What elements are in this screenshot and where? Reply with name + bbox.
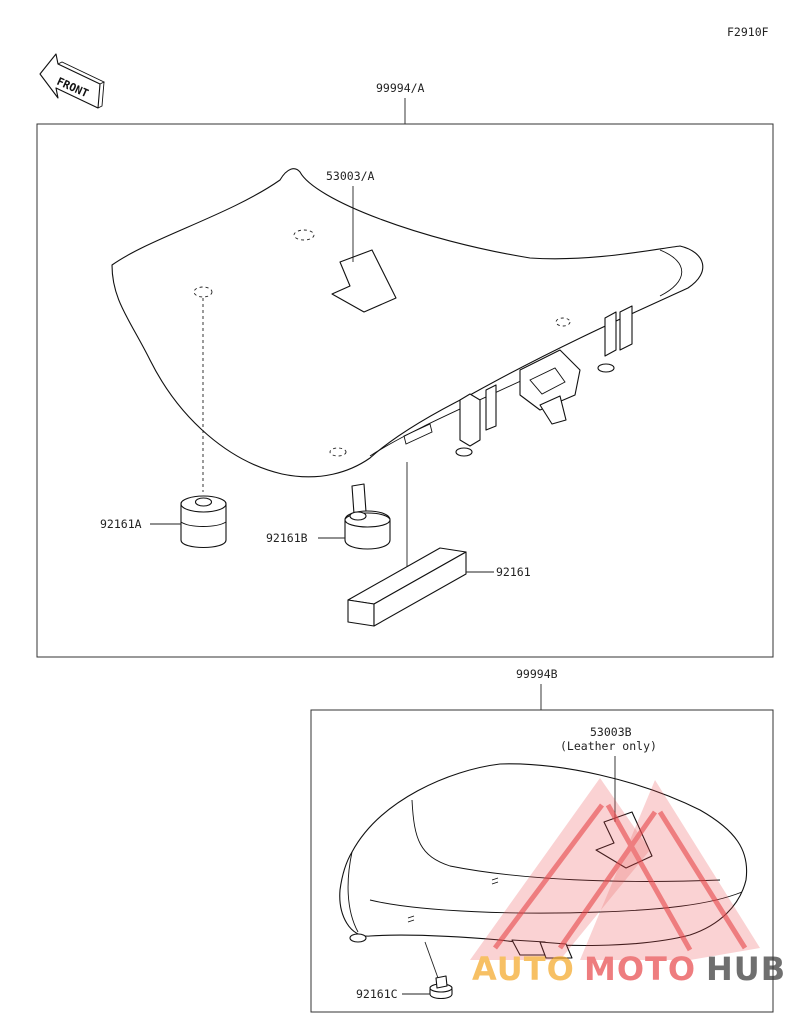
label-sticker-a: 53003/A [326,169,375,183]
label-sticker-b-note: (Leather only) [560,739,657,753]
label-assembly-a: 99994/A [376,81,425,95]
label-damper-block: 92161 [496,565,531,579]
figure-code: F2910F [727,25,769,39]
damper-92161c [429,975,453,1000]
watermark-auto: AUTO [472,950,575,988]
watermark-logo: AUTO MOTO HUB [470,778,786,988]
label-sticker-b: 53003B [590,725,632,739]
label-damper-b: 92161B [266,531,308,545]
watermark-moto: MOTO [584,950,696,988]
watermark-hub: HUB [706,950,786,988]
assembly-a-frame [36,123,774,658]
damper-92161a [180,495,227,548]
label-damper-a: 92161A [100,517,142,531]
assembly-b-frame [310,709,774,1013]
front-seat [111,168,704,478]
sticker-53003a [331,249,397,313]
damper-92161b [344,483,391,550]
label-assembly-b: 99994B [516,667,558,681]
label-damper-c: 92161C [356,987,398,1001]
front-arrow-icon: FRONT [39,53,106,109]
damper-block-92161 [347,547,467,627]
